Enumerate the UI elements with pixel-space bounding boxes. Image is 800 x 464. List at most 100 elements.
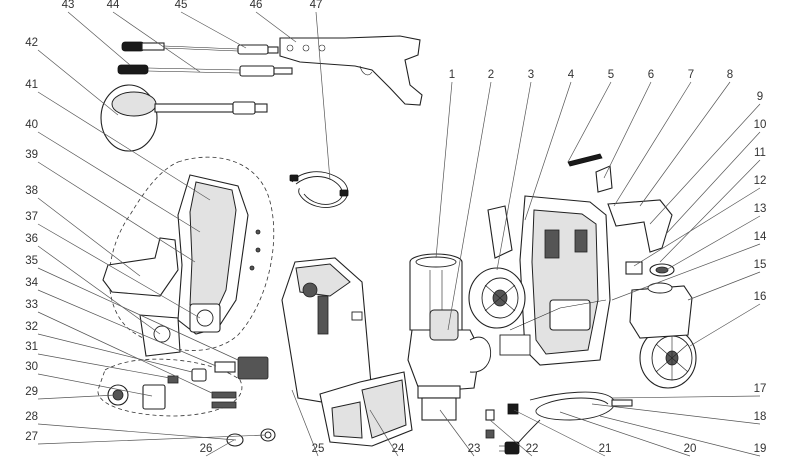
leader-line-33 — [37, 311, 215, 395]
leader-line-35 — [37, 267, 239, 361]
leader-line-40 — [37, 131, 201, 233]
leader-line-20 — [559, 411, 691, 457]
callout-label-18: 18 — [754, 411, 767, 423]
callout-label-9: 9 — [757, 91, 763, 103]
leader-line-25 — [291, 389, 319, 457]
leader-line-44 — [112, 11, 201, 73]
leader-line-29 — [37, 394, 117, 400]
callout-label-46: 46 — [250, 0, 263, 11]
callout-label-8: 8 — [727, 69, 733, 81]
leader-line-9 — [649, 103, 761, 225]
leader-line-39 — [37, 161, 196, 263]
accessory-holder-group — [102, 156, 275, 357]
leader-line-28 — [37, 423, 237, 441]
leader-line-13 — [665, 215, 761, 271]
callout-label-16: 16 — [754, 291, 767, 303]
callout-label-19: 19 — [754, 443, 767, 455]
callout-label-36: 36 — [25, 233, 38, 245]
small-parts-left — [97, 356, 276, 447]
callout-label-37: 37 — [25, 211, 38, 223]
callout-label-26: 26 — [200, 443, 213, 455]
callout-label-25: 25 — [312, 443, 325, 455]
leader-line-11 — [659, 159, 761, 263]
callout-label-17: 17 — [754, 383, 767, 395]
leader-line-6 — [603, 81, 652, 179]
leader-line-10 — [665, 131, 761, 235]
leader-line-5 — [567, 81, 612, 163]
callout-label-11: 11 — [754, 147, 766, 159]
callout-label-24: 24 — [392, 443, 405, 455]
rear-cover-24 — [319, 371, 413, 447]
frame-2 — [487, 195, 611, 366]
leader-line-38 — [37, 197, 141, 277]
callout-label-30: 30 — [25, 361, 38, 373]
leader-line-14 — [611, 243, 761, 301]
callout-label-41: 41 — [25, 79, 38, 91]
spray-lance-45 — [121, 41, 279, 55]
leader-line-37 — [37, 223, 201, 319]
callout-label-22: 22 — [526, 443, 539, 455]
callout-label-4: 4 — [568, 69, 575, 81]
callout-label-35: 35 — [25, 255, 38, 267]
leader-line-21 — [513, 409, 606, 457]
leader-line-7 — [613, 81, 692, 207]
trigger-gun-46 — [279, 35, 423, 106]
leader-line-1 — [435, 81, 453, 259]
callout-label-12: 12 — [754, 175, 767, 187]
callout-label-2: 2 — [488, 69, 494, 81]
leader-line-41 — [37, 91, 211, 201]
callout-label-45: 45 — [175, 0, 188, 11]
leader-line-16 — [689, 303, 761, 347]
callout-label-1: 1 — [449, 69, 455, 81]
leader-line-32 — [37, 333, 193, 373]
callout-label-44: 44 — [107, 0, 120, 11]
callout-label-33: 33 — [25, 299, 38, 311]
callout-label-31: 31 — [25, 341, 38, 353]
callout-label-5: 5 — [608, 69, 614, 81]
leader-line-34 — [37, 289, 217, 367]
leader-line-4 — [524, 81, 572, 221]
front-housing-25 — [281, 257, 373, 406]
patio-cleaner-43 — [100, 84, 268, 152]
leader-lines — [37, 11, 761, 457]
leader-line-18 — [591, 403, 761, 425]
leader-line-23 — [439, 409, 475, 457]
detergent-tank-15 — [629, 282, 693, 339]
callout-label-42: 42 — [25, 37, 38, 49]
wheel-left-3 — [468, 267, 526, 329]
leader-line-46 — [255, 11, 297, 43]
power-cord-19 — [421, 391, 633, 455]
leader-line-22 — [489, 419, 533, 457]
leader-line-45 — [180, 11, 247, 49]
callout-label-39: 39 — [25, 149, 38, 161]
leader-line-27 — [37, 434, 267, 445]
hose-47 — [289, 171, 349, 208]
leader-line-15 — [687, 271, 761, 301]
callout-label-23: 23 — [468, 443, 481, 455]
top-parts — [567, 153, 675, 277]
parts-drawing — [97, 35, 697, 455]
callout-label-43: 43 — [62, 0, 75, 11]
callout-label-34: 34 — [25, 277, 38, 289]
callout-label-6: 6 — [648, 69, 654, 81]
callout-label-47: 47 — [310, 0, 323, 11]
leader-line-24 — [369, 409, 399, 457]
callout-label-13: 13 — [754, 203, 767, 215]
leader-line-19 — [599, 415, 761, 457]
callout-label-28: 28 — [25, 411, 38, 423]
wheel-right-16 — [639, 327, 697, 389]
leader-line-36 — [37, 245, 161, 335]
callout-label-40: 40 — [25, 119, 38, 131]
callout-label-21: 21 — [599, 443, 612, 455]
callout-label-14: 14 — [754, 231, 767, 243]
leader-line-26 — [205, 439, 235, 457]
leader-line-8 — [639, 81, 731, 207]
leader-line-12 — [633, 187, 761, 267]
leader-line-42 — [37, 49, 119, 116]
leader-line-43 — [67, 11, 131, 66]
callout-label-7: 7 — [688, 69, 694, 81]
leader-line-3 — [496, 81, 532, 271]
callout-label-38: 38 — [25, 185, 38, 197]
leader-line-17 — [611, 395, 761, 399]
